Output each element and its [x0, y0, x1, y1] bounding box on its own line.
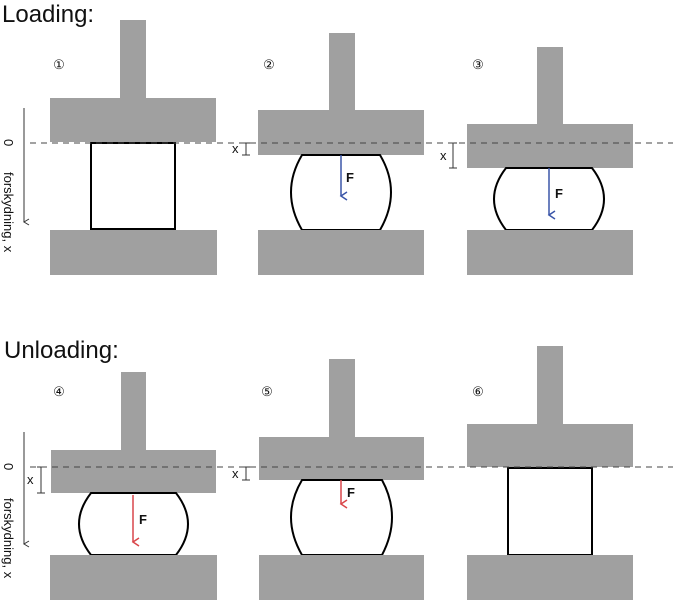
upper-plate — [258, 110, 424, 155]
loading-panel-2: ② F x — [232, 33, 424, 275]
step-number: ① — [53, 57, 65, 72]
press-stem — [121, 372, 146, 450]
press-stem — [537, 346, 563, 424]
axis-label: forskydning, x — [1, 172, 16, 253]
press-stem — [537, 47, 563, 124]
lower-plate — [50, 555, 217, 600]
displacement-label: x — [440, 148, 447, 163]
step-number: ⑥ — [472, 384, 484, 399]
axis-zero-label: 0 — [1, 463, 16, 470]
lower-plate — [258, 230, 424, 275]
specimen — [90, 142, 176, 230]
displacement-label: x — [232, 466, 239, 481]
unloading-title: Unloading: — [4, 337, 119, 364]
axis-label: forskydning, x — [1, 498, 16, 579]
unloading-panel-5: ⑤ F x — [232, 359, 424, 600]
step-number: ④ — [53, 384, 65, 399]
lower-plate — [467, 230, 633, 275]
press-stem — [329, 33, 355, 110]
step-number: ② — [263, 57, 275, 72]
lower-plate — [259, 555, 424, 600]
force-label: F — [347, 485, 355, 500]
loading-title: Loading: — [2, 1, 94, 28]
press-stem — [329, 359, 355, 437]
displacement-marker — [37, 466, 45, 494]
specimen — [507, 467, 593, 556]
unloading-panel-6: ⑥ — [467, 346, 633, 600]
force-label: F — [555, 186, 563, 201]
displacement-marker — [242, 466, 250, 481]
displacement-marker — [449, 142, 457, 169]
displacement-label: x — [27, 472, 34, 487]
upper-plate — [51, 450, 216, 493]
force-label: F — [139, 512, 147, 527]
displacement-marker — [242, 142, 250, 156]
upper-plate — [259, 437, 424, 480]
upper-plate — [467, 124, 633, 168]
upper-plate — [50, 98, 216, 142]
loading-panel-1: ① — [50, 20, 217, 275]
displacement-label: x — [232, 141, 239, 156]
loading-panel-3: ③ F x — [440, 47, 633, 275]
step-number: ③ — [472, 57, 484, 72]
axis-zero-label: 0 — [1, 139, 16, 146]
unloading-panel-4: ④ F x — [27, 372, 217, 600]
lower-plate — [50, 230, 217, 275]
force-label: F — [346, 170, 354, 185]
step-number: ⑤ — [261, 384, 273, 399]
lower-plate — [467, 555, 633, 600]
upper-plate — [467, 424, 633, 467]
press-stem — [120, 20, 146, 98]
